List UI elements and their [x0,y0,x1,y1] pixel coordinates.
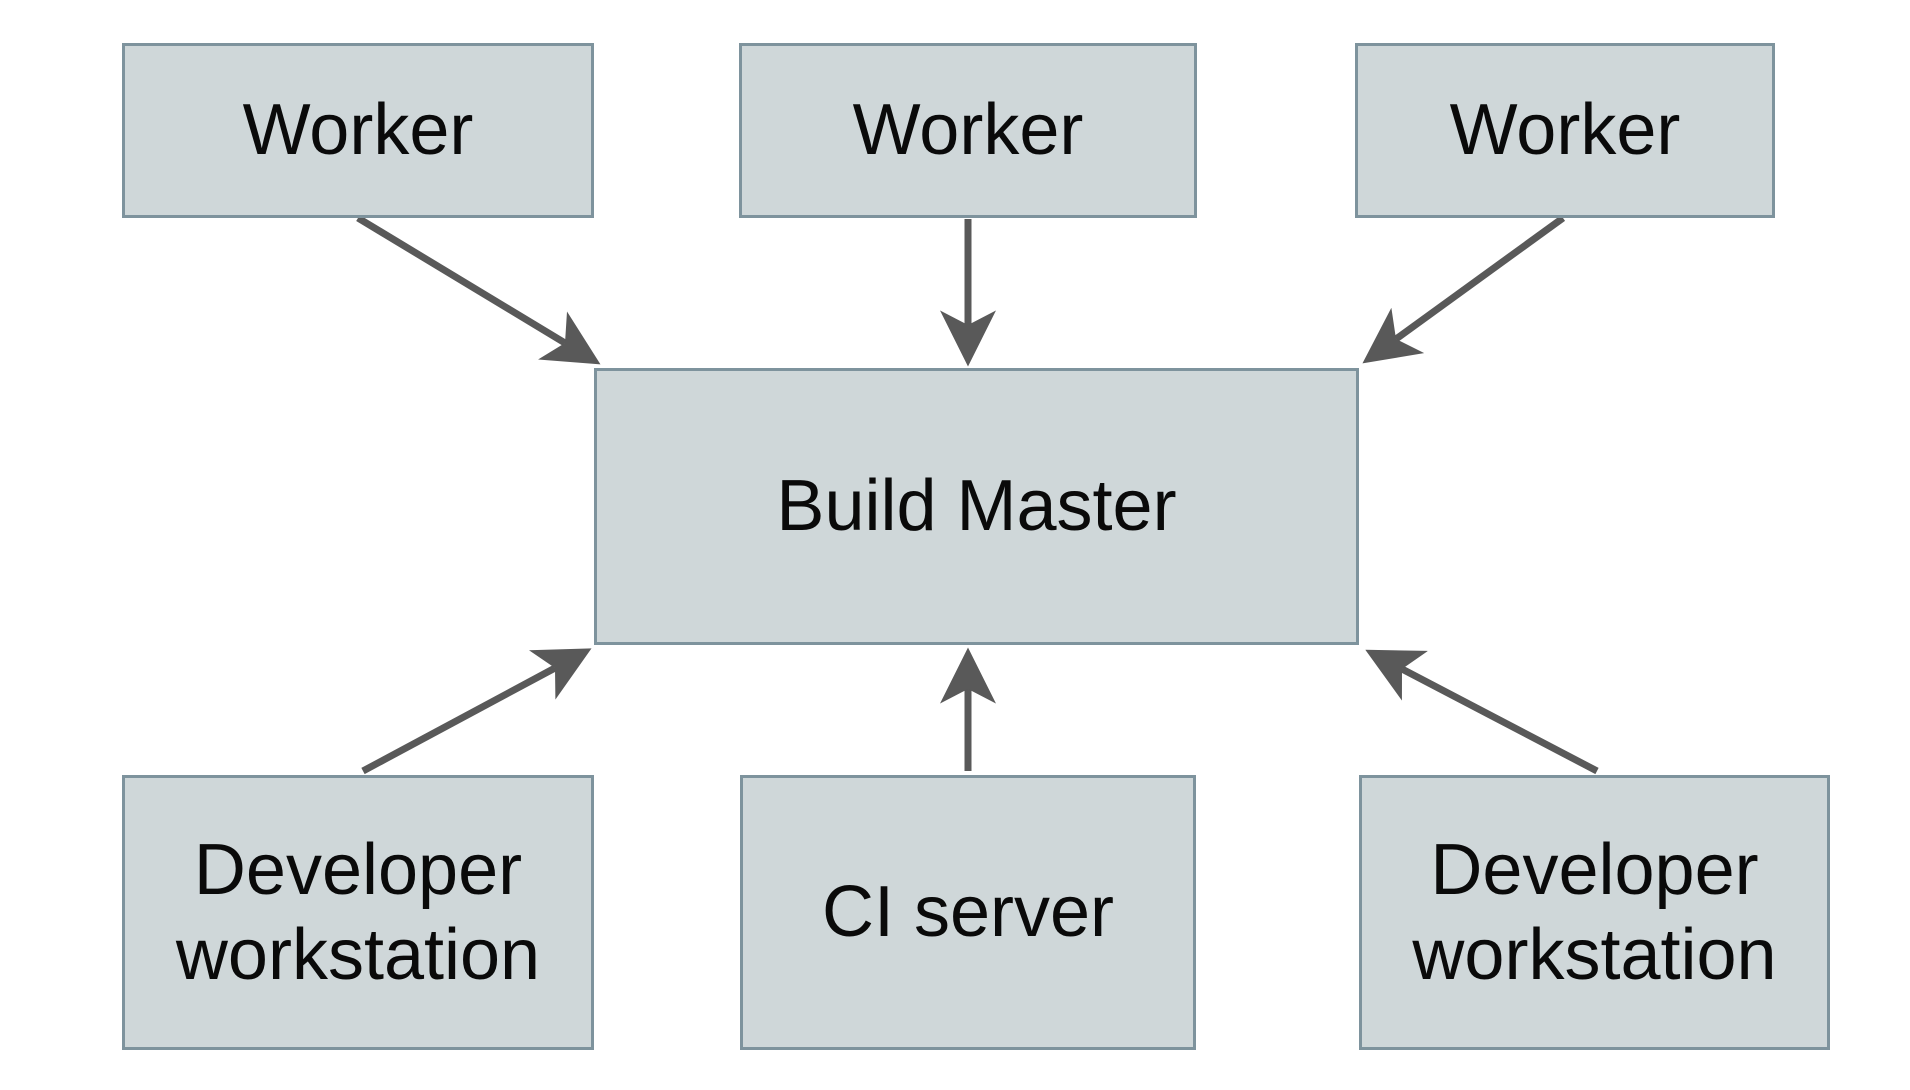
arrow-devws2-to-buildmaster [1365,649,1599,775]
arrow-worker3-to-buildmaster [1362,215,1566,364]
node-build-master: Build Master [594,368,1359,645]
node-developer-workstation-1-label: Developer workstation [175,829,541,995]
node-developer-workstation-2: Developer workstation [1359,775,1830,1050]
node-worker-2: Worker [739,43,1197,218]
node-ci-server-label: CI server [821,872,1115,953]
node-developer-workstation-2-label: Developer workstation [1412,829,1777,995]
node-ci-server: CI server [740,775,1196,1050]
node-worker-2-label: Worker [852,90,1084,171]
node-worker-3: Worker [1355,43,1775,218]
arrow-worker1-to-buildmaster [356,215,601,365]
arrow-devws1-to-buildmaster [361,648,592,775]
node-build-master-label: Build Master [776,466,1177,547]
node-developer-workstation-1: Developer workstation [122,775,594,1050]
node-worker-1: Worker [122,43,594,218]
node-worker-1-label: Worker [242,90,474,171]
node-worker-3-label: Worker [1449,90,1681,171]
